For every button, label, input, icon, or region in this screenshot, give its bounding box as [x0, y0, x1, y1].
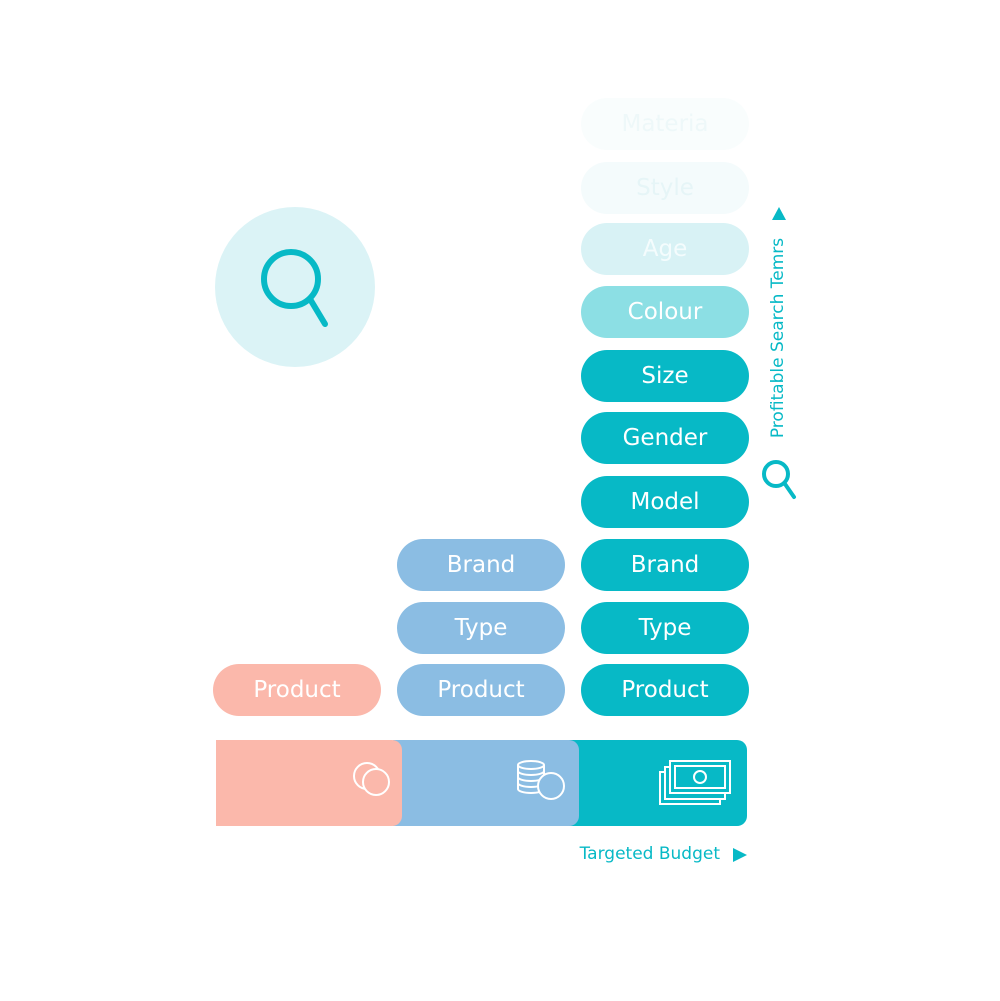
teal-term-gender: Gender	[581, 412, 749, 464]
coin-stack-icon	[517, 760, 565, 800]
teal-term-style: Style	[581, 162, 749, 214]
x-axis-label: Targeted Budget	[579, 844, 720, 864]
teal-term-brand: Brand	[581, 539, 749, 591]
blue-term-type: Type	[397, 602, 565, 654]
teal-term-type: Type	[581, 602, 749, 654]
y-axis-label: Profitable Search Temrs	[768, 237, 788, 439]
banknotes-icon	[659, 760, 731, 805]
teal-term-model: Model	[581, 476, 749, 528]
teal-term-materia: Materia	[581, 98, 749, 150]
teal-term-product: Product	[581, 664, 749, 716]
teal-term-size: Size	[581, 350, 749, 402]
blue-term-product: Product	[397, 664, 565, 716]
teal-term-colour: Colour	[581, 286, 749, 338]
x-axis-arrow-icon	[733, 848, 747, 862]
y-axis-arrow-icon	[772, 207, 786, 220]
y-axis-search-icon	[762, 460, 796, 499]
blue-term-brand: Brand	[397, 539, 565, 591]
teal-term-age: Age	[581, 223, 749, 275]
search-icon	[261, 249, 328, 327]
coins-icon	[353, 762, 390, 796]
search-icon-circle	[215, 207, 375, 367]
salmon-term-product: Product	[213, 664, 381, 716]
